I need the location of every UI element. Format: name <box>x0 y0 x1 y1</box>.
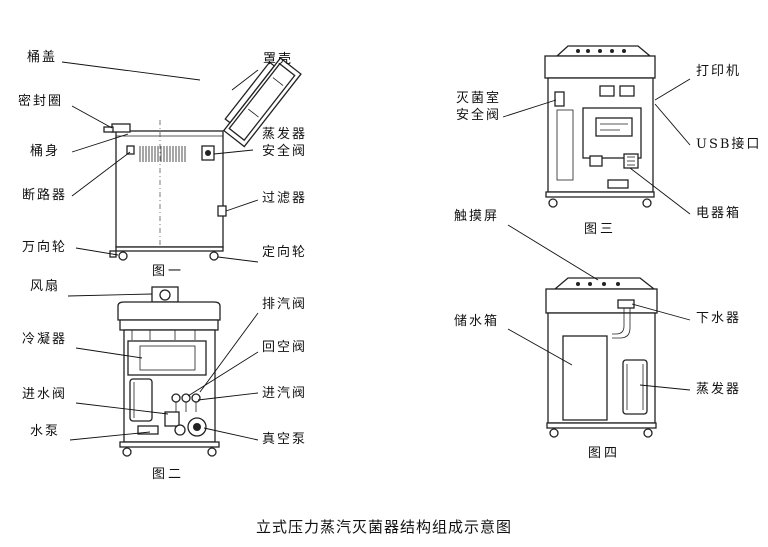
fig1-leaders <box>61 61 259 263</box>
fig1-open-lid <box>222 57 302 148</box>
label-evap-safety-valve: 蒸发器 安全阀 <box>262 126 307 160</box>
fig2-wheel-left <box>122 447 132 457</box>
label-caster: 万向轮 <box>22 240 68 255</box>
label-fixed-wheel: 定向轮 <box>262 245 308 260</box>
label-printer: 打印机 <box>696 64 742 79</box>
label-pump: 水泵 <box>30 424 61 439</box>
fig4-leaders <box>507 224 691 391</box>
label-evaporator: 蒸发器 <box>696 382 742 397</box>
fig1-seal-ring <box>111 123 131 133</box>
fig2-leaders <box>67 293 259 441</box>
figure-3-title: 图三 <box>584 222 617 237</box>
label-filter: 过滤器 <box>262 191 308 206</box>
label-steam-in-valve: 进汽阀 <box>262 386 308 401</box>
label-fan: 风扇 <box>30 279 61 294</box>
fig4-drain <box>617 299 635 309</box>
label-shell: 罩壳 <box>263 52 294 67</box>
label-condenser: 冷凝器 <box>22 332 68 347</box>
label-inlet-valve: 进水阀 <box>22 387 68 402</box>
fig1-breaker <box>126 145 135 155</box>
fig1-fixed-wheel <box>209 251 219 261</box>
fig2-valve-1 <box>171 393 181 403</box>
label-return-valve: 回空阀 <box>262 340 308 355</box>
label-evap-safety-valve-line1: 蒸发器 <box>262 127 308 142</box>
fig3-leaders <box>502 78 691 215</box>
figure-2-title: 图二 <box>152 467 185 482</box>
diagram-caption: 立式压力蒸汽灭菌器结构组成示意图 <box>255 518 512 536</box>
fig4-machine <box>545 277 658 438</box>
label-body: 桶身 <box>30 144 61 159</box>
fig2-cylinder <box>129 378 153 422</box>
label-chamber-safety-valve-line1: 灭菌室 <box>456 91 502 106</box>
figure-1-title: 图一 <box>152 264 185 279</box>
fig1-filter <box>217 205 227 217</box>
label-lid: 桶盖 <box>27 50 58 65</box>
fig4-wheel-left <box>549 428 559 438</box>
fig2-wheel-right <box>207 447 217 457</box>
label-seal: 密封圈 <box>18 94 64 109</box>
fig3-top-cover <box>555 45 652 57</box>
label-chamber-safety-valve: 灭菌室 安全阀 <box>456 90 501 124</box>
label-exhaust-valve: 排汽阀 <box>262 297 308 312</box>
label-water-tank: 储水箱 <box>454 314 500 329</box>
figure-4-title: 图四 <box>588 446 621 461</box>
fig2-machine <box>117 286 221 457</box>
fig3-wheel-right <box>642 198 652 208</box>
fig4-evaporator <box>622 359 648 415</box>
label-vacuum-pump: 真空泵 <box>262 432 308 447</box>
label-chamber-safety-valve-line2: 安全阀 <box>456 108 502 123</box>
label-drain: 下水器 <box>696 311 742 326</box>
fig3-machine <box>544 45 656 208</box>
fig2-valve-3 <box>191 393 201 403</box>
label-breaker: 断路器 <box>22 188 68 203</box>
fig1-vent-grille <box>139 146 186 162</box>
label-electric-box: 电器箱 <box>696 206 742 221</box>
fig1-caster-wheel <box>118 251 128 261</box>
label-touch-screen: 触摸屏 <box>454 209 500 224</box>
label-evap-safety-valve-line2: 安全阀 <box>262 144 308 159</box>
fig2-water-pump <box>164 411 180 427</box>
fig4-water-tank <box>562 335 608 421</box>
fig4-wheel-right <box>643 428 653 438</box>
fig3-wheel-left <box>548 198 558 208</box>
fig1-machine <box>103 57 302 261</box>
label-usb: USB接口 <box>696 137 762 152</box>
fig3-chamber-safety-valve <box>554 91 565 107</box>
